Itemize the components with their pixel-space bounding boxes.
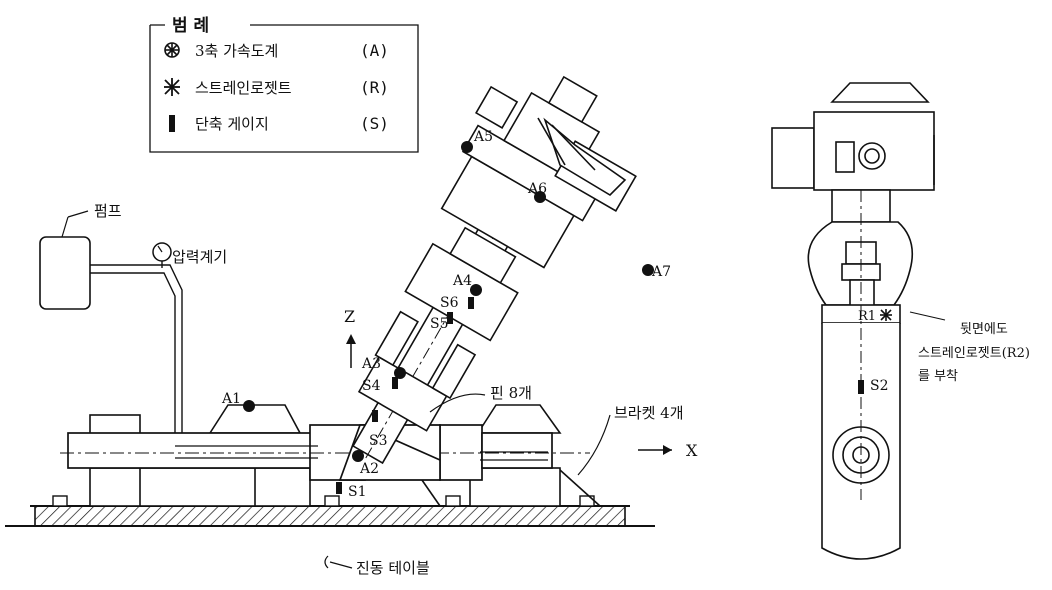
- accelerometer-a6-icon: [534, 191, 546, 203]
- label-r1: R1: [858, 309, 876, 324]
- back-note-line-2: 스트레인로젯트(R2): [918, 346, 1030, 361]
- label-a1: A1: [221, 391, 241, 407]
- legend-item-label: 스트레인로젯트: [195, 79, 292, 97]
- label-a3: A3: [361, 356, 381, 372]
- pins-label: 핀 8개: [490, 384, 532, 402]
- label-a5: A5: [473, 129, 493, 145]
- label-a4: A4: [452, 273, 472, 289]
- pump-label: 펌프: [61, 202, 122, 238]
- x-axis-label: X: [686, 441, 698, 460]
- front-view: [771, 82, 935, 560]
- front-view-sensors: [858, 380, 864, 394]
- strain-rosette-r1-icon: [880, 309, 892, 321]
- accelerometer-a5-icon: [461, 141, 473, 153]
- pins-callout: 핀 8개: [429, 384, 532, 413]
- shake-table-callout: 진동 테이블: [324, 555, 430, 577]
- label-s6: S6: [440, 295, 459, 311]
- accelerometer-a3-icon: [394, 367, 406, 379]
- shake-table-label: 진동 테이블: [356, 559, 430, 577]
- back-note-line-1: 뒷면에도: [960, 322, 1008, 337]
- uniaxial-gauge-icon: [169, 115, 175, 132]
- gauge-s3-icon: [372, 410, 378, 422]
- accelerometer-a4-icon: [470, 284, 482, 296]
- strain-rosette-icon: [164, 78, 180, 96]
- legend-item-code: (R): [360, 78, 389, 97]
- pressure-gauge-label: 압력계기: [172, 248, 227, 266]
- accelerometer-a1-icon: [243, 400, 255, 412]
- legend-box: 범 례 3축 가속도계 (A) 스트레인로젯트 (R) 단축 게이지 (S): [149, 16, 419, 153]
- triaxial-accelerometer-icon: [164, 42, 180, 58]
- right-support: [414, 404, 601, 507]
- legend-item-label: 3축 가속도계: [195, 42, 278, 60]
- accelerometer-a2-icon: [352, 450, 364, 462]
- label-s2: S2: [870, 378, 889, 394]
- legend-item-code: (A): [360, 41, 389, 60]
- left-support: [89, 404, 311, 507]
- label-s1: S1: [348, 484, 367, 500]
- legend-item-label: 단축 게이지: [195, 115, 269, 133]
- back-note-line-3: 를 부착: [918, 369, 958, 384]
- brackets-label: 브라켓 4개: [614, 404, 684, 422]
- label-s3: S3: [369, 433, 388, 449]
- x-axis-arrow: X: [638, 441, 698, 460]
- svg-text:펌프: 펌프: [94, 202, 122, 220]
- pressure-gauge-icon: [152, 242, 172, 262]
- gauge-s1-icon: [336, 482, 342, 494]
- pump: [39, 236, 91, 310]
- legend-title: 범 례: [172, 16, 209, 36]
- accelerometer-a7-icon: [642, 264, 654, 276]
- label-a2: A2: [359, 461, 379, 477]
- z-axis-arrow: Z: [344, 307, 356, 368]
- gauge-s6-icon: [468, 297, 474, 309]
- label-a6: A6: [527, 181, 547, 197]
- gauge-s2-icon: [858, 380, 864, 394]
- hand-wheel: [537, 117, 627, 197]
- label-a7: A7: [651, 264, 671, 280]
- brackets-callout: 브라켓 4개: [577, 404, 684, 476]
- z-axis-label: Z: [344, 307, 355, 326]
- sensor-labels: A1 A2 A3 A4 A5 A6 A7 S1 S3 S4 S5 S6: [221, 129, 671, 500]
- gauge-s4-icon: [392, 377, 398, 389]
- sensor-markers: [243, 141, 654, 494]
- back-rosette-callout: 뒷면에도 스트레인로젯트(R2) 를 부착: [909, 311, 1030, 384]
- shake-table: [5, 505, 655, 527]
- horizontal-pipe: [60, 424, 590, 481]
- label-s5: S5: [430, 316, 449, 332]
- gauge-s5-icon: [447, 312, 453, 324]
- label-s4: S4: [362, 378, 381, 394]
- legend-item-code: (S): [360, 114, 389, 133]
